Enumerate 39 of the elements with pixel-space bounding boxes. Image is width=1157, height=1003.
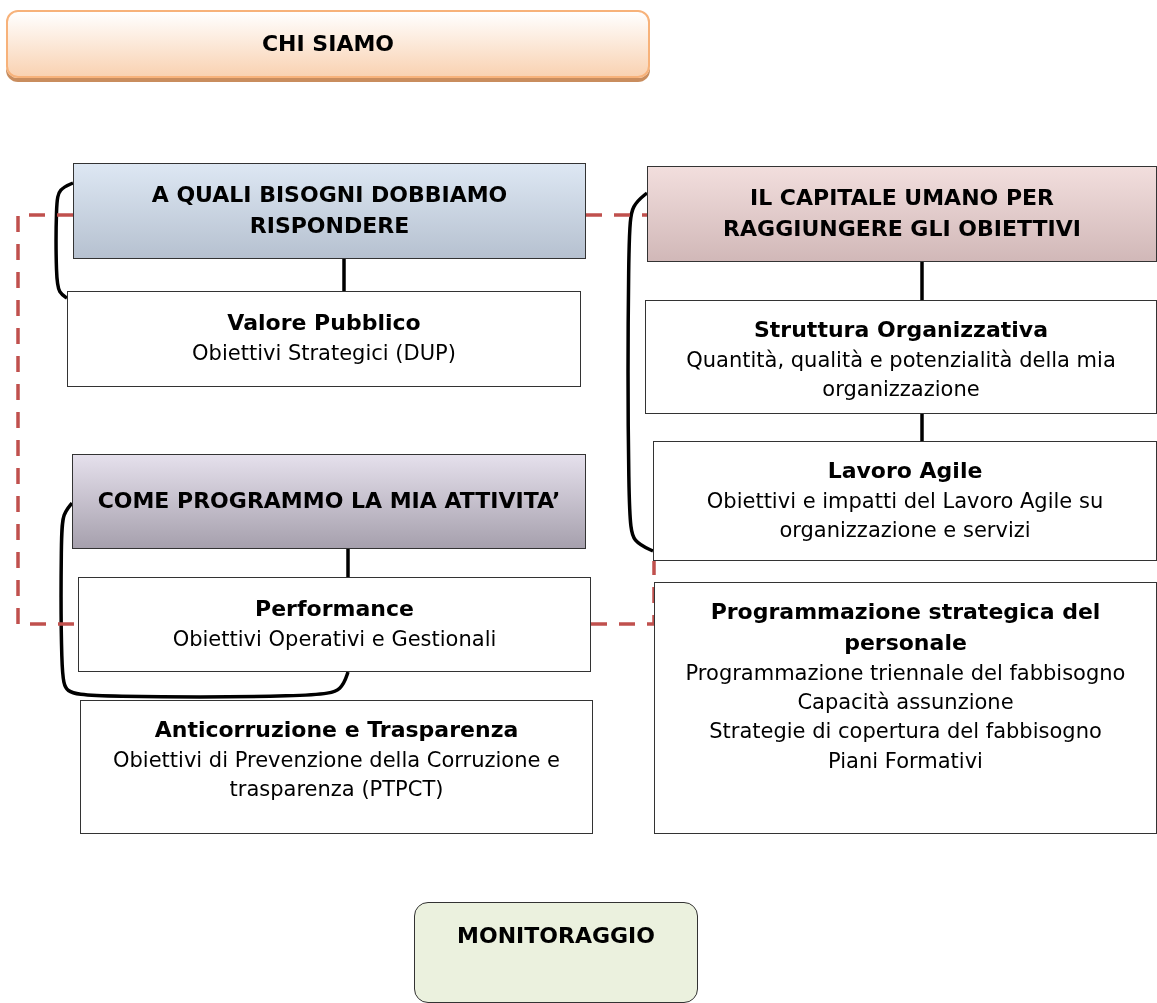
content-box	[654, 582, 1157, 834]
box-description: Obiettivi e impatti del Lavoro Agile su organizzazione e servizi	[705, 487, 1105, 545]
box-description: Obiettivi Strategici (DUP)	[192, 339, 456, 367]
box-description: Capacità assunzione	[797, 689, 1014, 716]
box-title: Anticorruzione e Trasparenza	[154, 716, 519, 744]
section-title: IL CAPITALE UMANO PER RAGGIUNGERE GLI OBIETTIVI	[722, 184, 1082, 243]
section-title: MONITORAGGIO	[457, 922, 655, 950]
connector-line	[920, 262, 924, 300]
section-title: A QUALI BISOGNI DOBBIAMO RISPONDERE	[150, 181, 509, 240]
content-box	[653, 441, 1157, 561]
dashed-connector	[591, 561, 656, 626]
content-box	[67, 291, 581, 387]
dashed-connector	[586, 213, 647, 217]
section-header	[72, 454, 586, 549]
box-description: Strategie di copertura del fabbisogno	[709, 718, 1102, 746]
box-description: Piani Formativi	[828, 747, 983, 775]
section-box	[414, 902, 698, 1003]
connector-line	[346, 549, 350, 577]
bracket-connector	[626, 191, 654, 553]
content-box	[80, 700, 593, 834]
bracket-connector	[59, 501, 350, 699]
connector-line	[920, 414, 924, 441]
content-box	[645, 300, 1157, 414]
section-title: CHI SIAMO	[261, 29, 395, 58]
box-description: Obiettivi di Prevenzione della Corruzione e trasparenza (PTPCT)	[111, 746, 562, 804]
bracket-connector	[54, 181, 74, 300]
section-header	[647, 166, 1157, 262]
box-description: Quantità, qualità e potenzialità della mia organizzazione	[685, 346, 1117, 404]
box-title: Valore Pubblico	[227, 309, 421, 337]
box-title: Performance	[255, 595, 414, 623]
section-header	[73, 163, 586, 259]
box-description: Programmazione triennale del fabbisogno	[685, 659, 1126, 687]
box-description: Obiettivi Operativi e Gestionali	[172, 625, 497, 653]
section-title: COME PROGRAMMO LA MIA ATTIVITA’	[97, 487, 561, 516]
box-title: Lavoro Agile	[827, 457, 983, 485]
box-title: Struttura Organizzativa	[754, 316, 1048, 344]
content-box	[78, 577, 591, 672]
box-title: Programmazione strategica del personale	[709, 598, 1102, 657]
connector-line	[342, 259, 346, 291]
